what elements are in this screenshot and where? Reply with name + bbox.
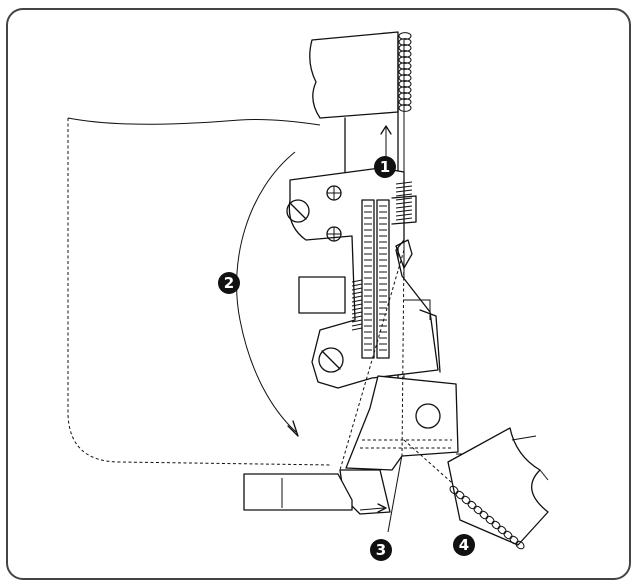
callout-1: 1 — [374, 156, 396, 178]
diagram-frame — [6, 8, 631, 580]
throat-plate — [286, 167, 441, 389]
lower-fabric — [447, 427, 549, 550]
machine-body-outline — [67, 117, 333, 466]
svg-text:1: 1 — [380, 158, 390, 176]
callout-2: 2 — [218, 272, 240, 294]
svg-text:3: 3 — [376, 541, 386, 559]
presser-bar — [309, 31, 399, 176]
top-thread-coil — [398, 32, 412, 112]
callout-4: 4 — [453, 534, 475, 556]
svg-text:4: 4 — [459, 536, 469, 554]
base-block — [243, 473, 387, 513]
presser-foot — [339, 375, 463, 515]
thread-paths — [339, 249, 461, 533]
svg-text:2: 2 — [224, 274, 234, 292]
callout-3: 3 — [370, 539, 392, 561]
rotation-arrow — [236, 151, 299, 437]
